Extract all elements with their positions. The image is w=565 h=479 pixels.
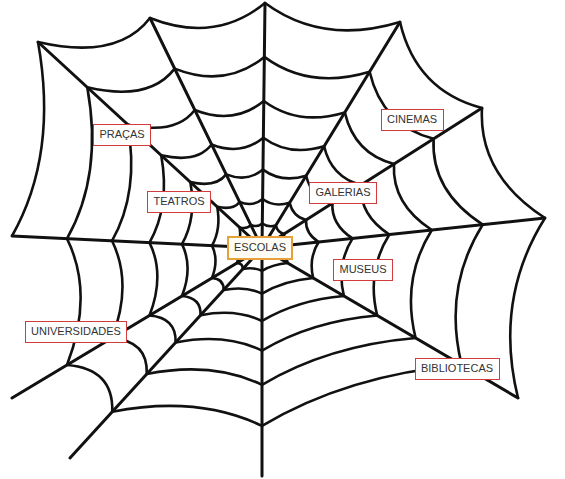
ring-thread: [312, 242, 319, 278]
ring-thread: [150, 3, 265, 28]
ring-thread: [12, 42, 44, 236]
ring-thread: [482, 108, 545, 218]
ring-thread: [237, 263, 243, 269]
ring-thread: [195, 101, 264, 116]
ring-thread: [262, 263, 288, 271]
ring-thread: [290, 203, 306, 220]
place-name: UNIVERSIDADES: [31, 325, 121, 338]
ring-thread: [240, 199, 263, 204]
ring-thread: [243, 268, 262, 271]
ring-thread: [226, 170, 263, 178]
radial-thread: [262, 108, 482, 248]
ring-thread: [264, 101, 345, 117]
ring-thread: [112, 406, 262, 426]
ring-thread: [182, 296, 201, 315]
radial-thread: [12, 236, 262, 248]
ring-thread: [176, 339, 262, 351]
ring-thread: [212, 246, 216, 278]
ring-thread: [67, 365, 112, 412]
radial-thread: [150, 18, 262, 248]
ring-thread: [224, 288, 262, 293]
place-name: TEATROS: [153, 195, 204, 208]
place-box: ESCOLAS: [227, 236, 293, 260]
ring-thread: [38, 18, 150, 48]
ring-thread: [251, 224, 262, 226]
ring-thread: [212, 278, 224, 290]
radial-thread: [70, 248, 262, 458]
ring-thread: [433, 139, 482, 225]
ring-thread: [182, 244, 188, 296]
place-box: UNIVERSIDADES: [25, 321, 127, 343]
place-box: CINEMAS: [381, 109, 444, 131]
place-name: CINEMAS: [387, 113, 437, 126]
ring-thread: [276, 225, 284, 234]
place-name: GALERIAS: [315, 186, 370, 199]
place-name: PRAÇAS: [99, 128, 144, 141]
place-box: BIBLIOTECAS: [415, 358, 500, 380]
ring-thread: [262, 278, 313, 294]
radial-thread: [261, 248, 264, 476]
ring-thread: [265, 3, 400, 30]
ring-thread: [212, 207, 218, 246]
place-box: MUSEUS: [333, 259, 393, 281]
ring-thread: [201, 313, 262, 321]
ring-thread: [306, 220, 319, 242]
ring-thread: [510, 218, 545, 398]
ring-thread: [263, 199, 290, 204]
ring-thread: [147, 369, 262, 384]
place-box: TEATROS: [147, 191, 211, 213]
ring-thread: [262, 296, 344, 321]
ring-thread: [264, 57, 369, 78]
ring-thread: [262, 338, 416, 385]
ring-thread: [217, 202, 239, 208]
ring-thread: [394, 164, 432, 230]
place-box: PRAÇAS: [93, 124, 151, 146]
place-name: MUSEUS: [339, 263, 386, 276]
ring-thread: [175, 57, 265, 76]
ring-thread: [150, 243, 158, 316]
place-box: GALERIAS: [309, 182, 377, 204]
radial-thread: [38, 42, 262, 248]
ring-thread: [456, 225, 483, 365]
ring-thread: [240, 225, 251, 228]
ring-thread: [67, 239, 81, 365]
ring-thread: [161, 145, 211, 158]
ring-thread: [324, 146, 361, 185]
ring-thread: [262, 224, 276, 227]
ring-thread: [411, 230, 432, 338]
ring-thread: [87, 69, 174, 92]
ring-thread: [112, 338, 147, 374]
radial-thread: [262, 3, 265, 248]
radial-thread: [12, 248, 262, 398]
place-name: ESCOLAS: [234, 241, 286, 254]
ring-thread: [190, 174, 226, 183]
ring-thread: [332, 203, 352, 238]
web-threads: [12, 3, 545, 476]
radial-thread: [262, 22, 400, 248]
ring-thread: [212, 138, 264, 149]
ring-thread: [150, 316, 176, 343]
ring-thread: [263, 138, 324, 150]
ring-thread: [263, 170, 306, 179]
ring-thread: [67, 87, 92, 238]
ring-thread: [400, 22, 482, 108]
place-name: BIBLIOTECAS: [421, 362, 493, 375]
